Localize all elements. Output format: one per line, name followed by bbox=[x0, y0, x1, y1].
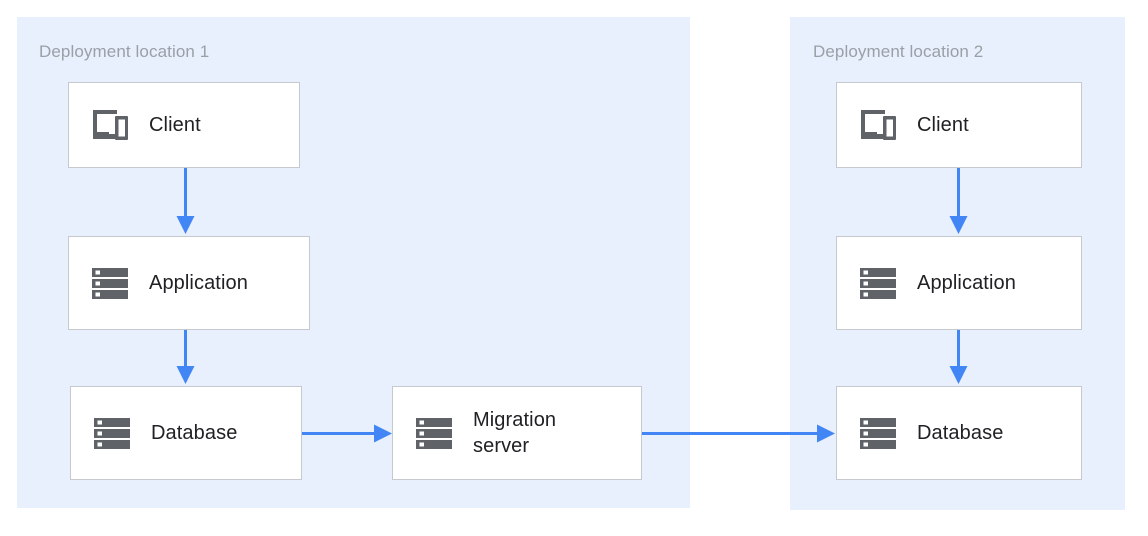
server-icon bbox=[857, 412, 899, 454]
devices-icon bbox=[857, 104, 899, 146]
node-label-client-1: Client bbox=[149, 114, 201, 136]
edge-client-2-to-application-2 bbox=[949, 168, 968, 236]
node-client-2[interactable]: Client bbox=[836, 82, 1082, 168]
devices-icon bbox=[89, 104, 131, 146]
node-label-database-1: Database bbox=[151, 422, 238, 444]
region-label-deployment-location-1: Deployment location 1 bbox=[39, 42, 210, 61]
server-icon bbox=[857, 262, 899, 304]
node-application-1[interactable]: Application bbox=[68, 236, 310, 330]
edge-database-1-to-migration-server bbox=[301, 424, 393, 443]
node-label-application-1: Application bbox=[149, 272, 248, 294]
edge-application-2-to-database-2 bbox=[949, 330, 968, 386]
edge-client-1-to-application-1 bbox=[176, 168, 195, 236]
edge-application-1-to-database-1 bbox=[176, 330, 195, 386]
node-application-2[interactable]: Application bbox=[836, 236, 1082, 330]
server-icon bbox=[91, 412, 133, 454]
node-database-1[interactable]: Database bbox=[70, 386, 302, 480]
node-label-database-2: Database bbox=[917, 422, 1004, 444]
node-migration-server[interactable]: Migration server bbox=[392, 386, 642, 480]
node-label-application-2: Application bbox=[917, 272, 1016, 294]
node-label-migration-server: Migration server bbox=[473, 409, 557, 457]
server-icon bbox=[413, 412, 455, 454]
server-icon bbox=[89, 262, 131, 304]
node-database-2[interactable]: Database bbox=[836, 386, 1082, 480]
edge-migration-server-to-database-2 bbox=[641, 424, 836, 443]
region-label-deployment-location-2: Deployment location 2 bbox=[813, 42, 984, 61]
node-label-client-2: Client bbox=[917, 114, 969, 136]
node-client-1[interactable]: Client bbox=[68, 82, 300, 168]
